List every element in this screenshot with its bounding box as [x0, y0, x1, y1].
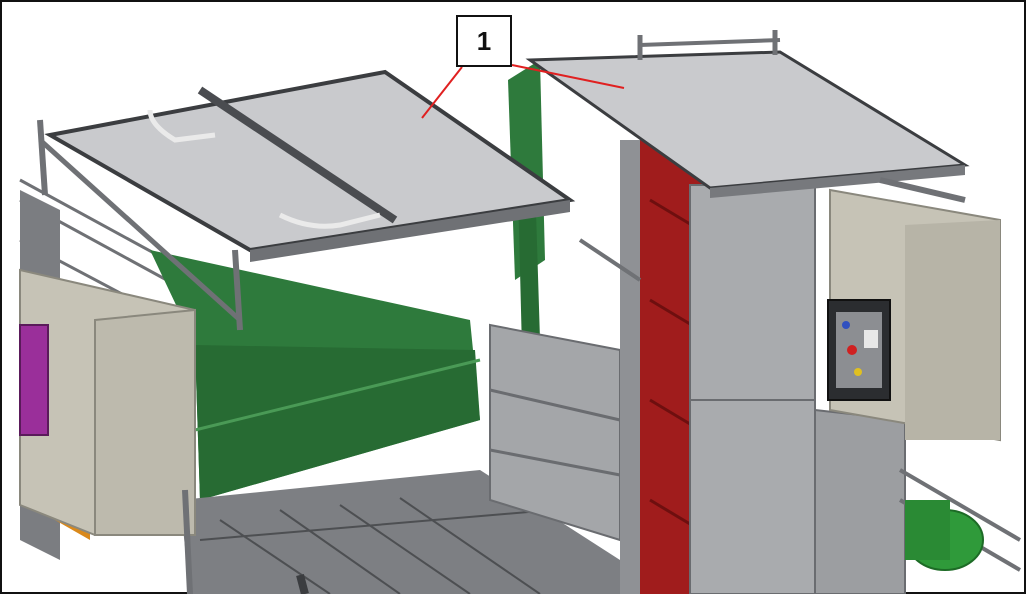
left-control-box-front — [94, 308, 196, 536]
control-display — [864, 330, 878, 348]
tower-lid-edge — [710, 165, 965, 198]
green-motor-body — [905, 500, 950, 560]
control-yellow-button — [854, 368, 862, 376]
bottom-center-post — [296, 573, 309, 594]
bottom-left-post — [182, 489, 193, 594]
left-lid-handle-bottom — [278, 212, 381, 229]
green-post-2 — [518, 180, 540, 350]
tower-lid-back-rail — [639, 38, 781, 47]
callout-leader-right — [511, 64, 625, 89]
right-control-box-side — [905, 220, 1000, 440]
left-lid-frame-side — [38, 138, 242, 322]
tower-lid-hinge-rail — [879, 177, 966, 203]
left-lid-crossbar — [197, 86, 398, 224]
green-ramp-edge — [194, 358, 481, 432]
control-red-button — [847, 345, 857, 355]
left-lid-handle-top — [147, 109, 216, 143]
tower-body — [689, 184, 816, 594]
center-panel-rail-2 — [489, 448, 621, 477]
green-ramp-shade — [195, 345, 480, 500]
control-blue-button — [842, 321, 850, 329]
tower-lower-panel — [814, 408, 906, 594]
callout-leader-left — [421, 66, 463, 119]
left-lid-frame-post — [37, 119, 48, 196]
center-panel-rail — [489, 388, 621, 422]
left-lid-frame-post-2 — [232, 249, 243, 331]
left-lid-edge — [250, 200, 570, 262]
callout-label-1: 1 — [456, 15, 512, 67]
purple-handle — [19, 324, 49, 436]
